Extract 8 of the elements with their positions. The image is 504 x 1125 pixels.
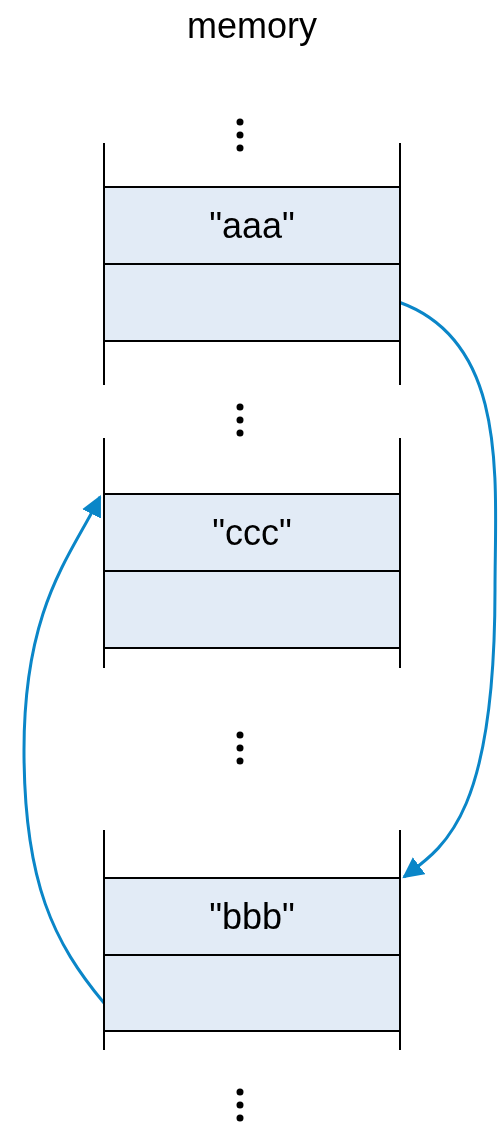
memory-cell: "aaa"	[103, 186, 401, 265]
memory-cell	[103, 263, 401, 342]
memory-cell: "ccc"	[103, 493, 401, 572]
memory-cell	[103, 570, 401, 649]
diagram-title: memory	[186, 4, 318, 48]
pointer-arrow	[399, 301, 498, 879]
memory-cell: "bbb"	[103, 877, 401, 956]
memory-cell	[103, 954, 401, 1032]
